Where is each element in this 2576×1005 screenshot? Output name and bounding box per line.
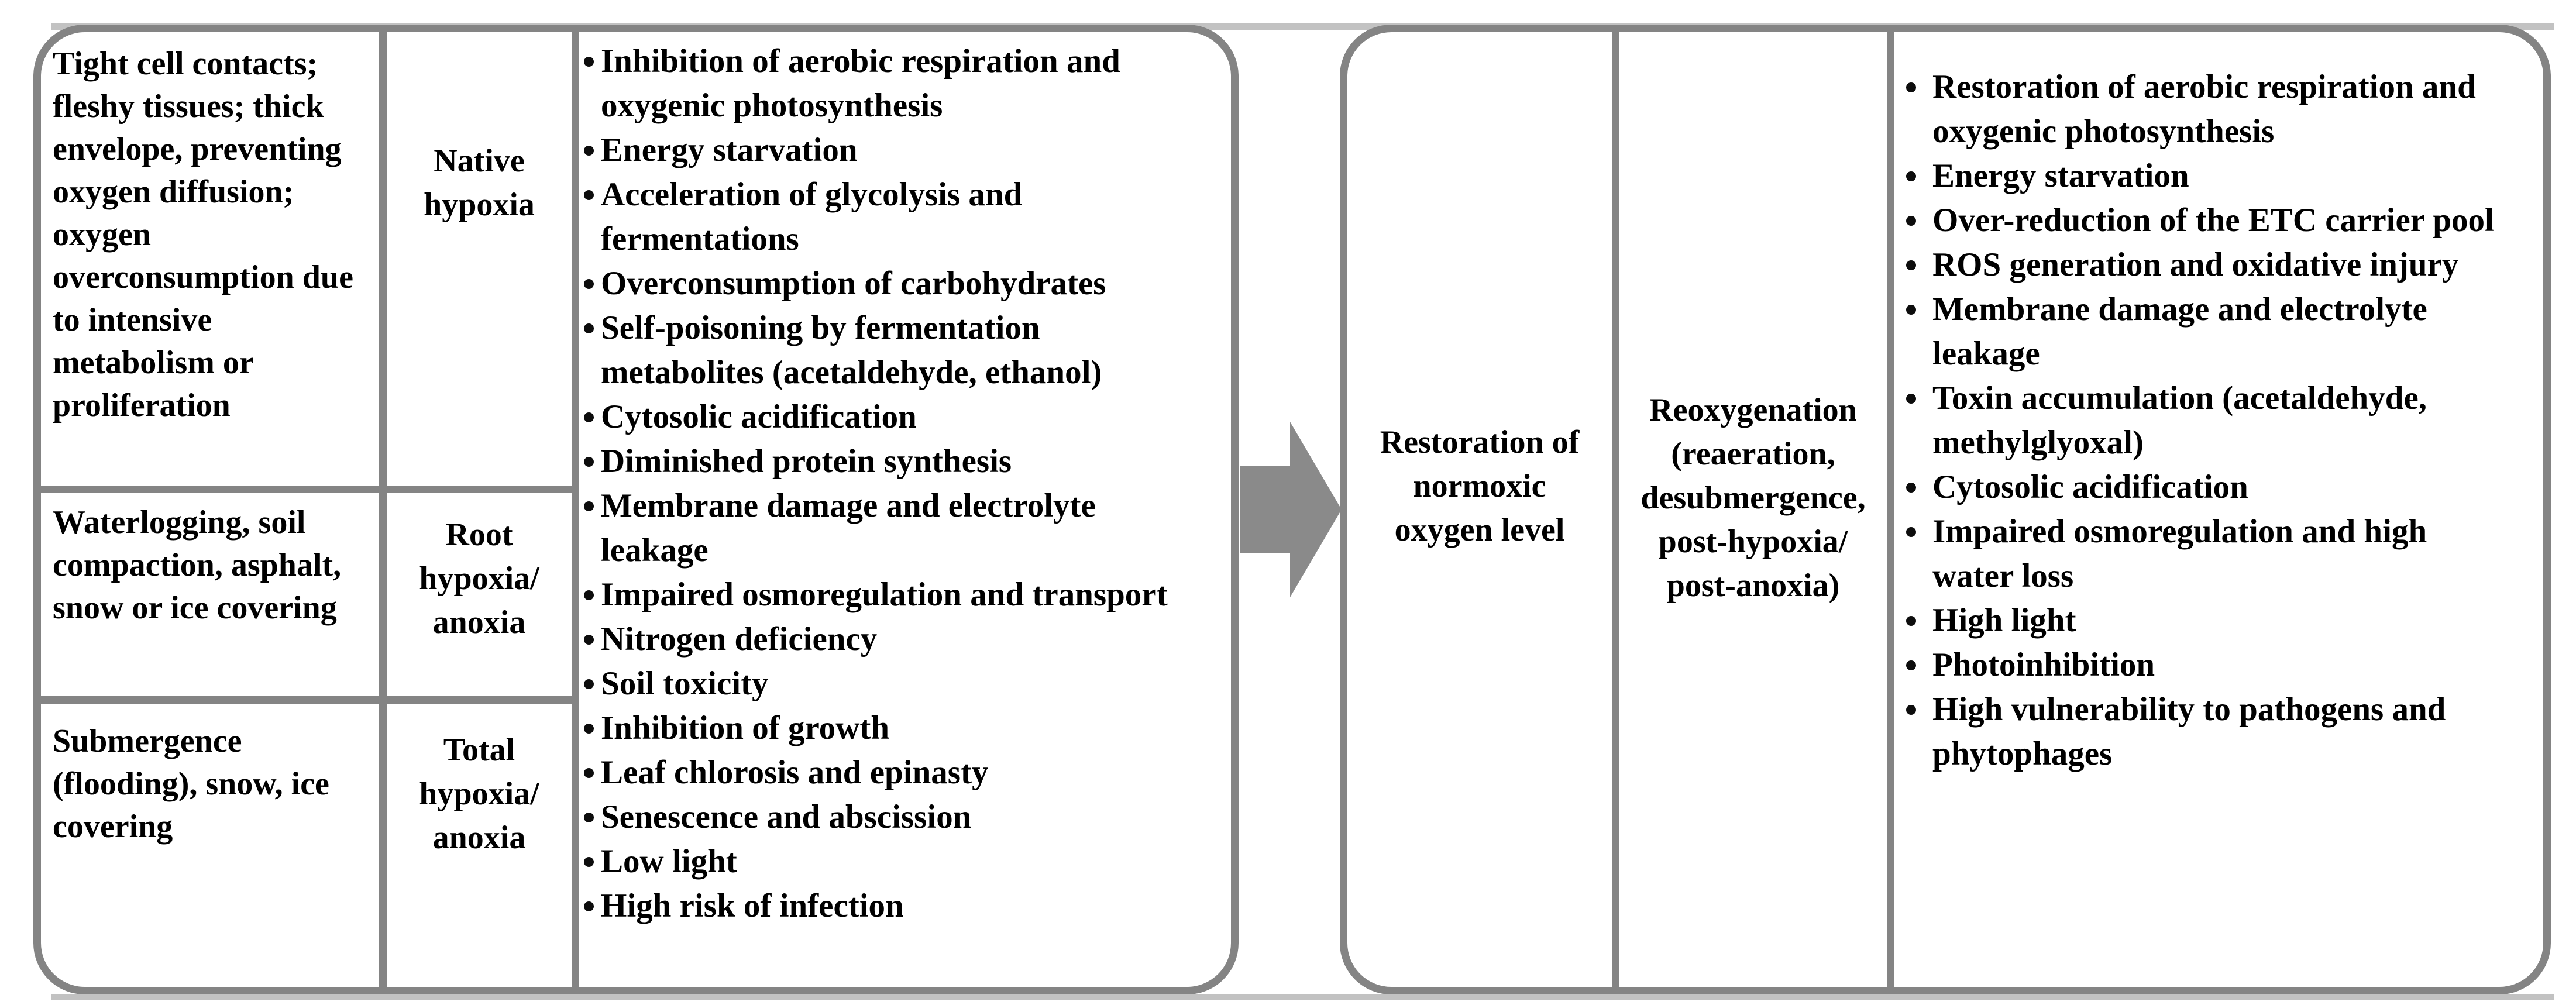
hypoxia-type-cell-native: Native hypoxia <box>424 142 535 223</box>
effect-item: Self-poisoning by fermentation metabolit… <box>579 306 1231 395</box>
column-divider <box>1612 25 1619 994</box>
restoration-cell: Restoration of normoxic oxygen level <box>1380 424 1580 548</box>
effect-item: Low light <box>579 839 1231 884</box>
row-divider <box>33 486 579 493</box>
column-divider <box>1887 25 1894 994</box>
effect-item: Membrane damage and electrolyte leakage <box>1894 287 2543 376</box>
top-rule-line <box>51 23 2554 30</box>
bottom-rule-line <box>51 994 2554 1000</box>
reoxygenation-panel: Restoration of normoxic oxygen level Reo… <box>1340 25 2551 994</box>
effect-item: Energy starvation <box>579 128 1231 173</box>
effect-item: Impaired osmoregulation and high water l… <box>1894 510 2543 598</box>
effect-item: Toxin accumulation (acetaldehyde, methyl… <box>1894 376 2543 465</box>
arrow-head <box>1290 422 1342 597</box>
condition-cell-total: Submergence (flooding), snow, ice coveri… <box>53 723 329 845</box>
effect-item: Over-reduction of the ETC carrier pool <box>1894 198 2543 243</box>
effect-item: Cytosolic acidification <box>579 395 1231 439</box>
column-divider <box>379 25 387 994</box>
effect-item: Membrane damage and electrolyte leakage <box>579 484 1231 573</box>
effect-item: Impaired osmoregulation and transport <box>579 573 1231 617</box>
effect-item: Inhibition of aerobic respiration and ox… <box>579 39 1231 128</box>
condition-cell-native: Tight cell contacts; fleshy tissues; thi… <box>53 46 353 424</box>
effect-item: Leaf chlorosis and epinasty <box>579 751 1231 795</box>
effect-item: Soil toxicity <box>579 662 1231 706</box>
row-divider <box>33 696 579 704</box>
effect-item: Photoinhibition <box>1894 643 2543 687</box>
effect-item: Inhibition of growth <box>579 706 1231 751</box>
arrow-shaft <box>1240 466 1290 553</box>
column-divider <box>572 25 579 994</box>
hypoxia-type-cell-root: Root hypoxia/ anoxia <box>419 516 539 641</box>
hypoxia-type-cell-total: Total hypoxia/ anoxia <box>419 732 539 856</box>
effect-item: ROS generation and oxidative injury <box>1894 243 2543 287</box>
reoxygenation-effects-list: Restoration of aerobic respiration and o… <box>1894 32 2543 987</box>
effect-item: Diminished protein synthesis <box>579 439 1231 484</box>
condition-cell-root: Waterlogging, soil compaction, asphalt, … <box>53 504 342 626</box>
hypoxia-effects-list: Inhibition of aerobic respiration and ox… <box>579 32 1231 987</box>
effect-item: Senescence and abscission <box>579 795 1231 839</box>
effect-item: Restoration of aerobic respiration and o… <box>1894 65 2543 154</box>
effect-item: High light <box>1894 598 2543 643</box>
effect-item: Cytosolic acidification <box>1894 465 2543 510</box>
effect-item: Overconsumption of carbohydrates <box>579 261 1231 306</box>
hypoxia-conditions-panel: Tight cell contacts; fleshy tissues; thi… <box>33 25 1239 994</box>
effect-item: High vulnerability to pathogens and phyt… <box>1894 687 2543 776</box>
effect-item: High risk of infection <box>579 884 1231 928</box>
right-arrow-icon <box>1239 416 1342 603</box>
effect-item: Nitrogen deficiency <box>579 617 1231 662</box>
effect-item: Energy starvation <box>1894 154 2543 198</box>
reoxygenation-cell: Reoxygenation (reaeration, desubmergence… <box>1640 391 1866 604</box>
effect-item: Acceleration of glycolysis and fermentat… <box>579 173 1231 261</box>
